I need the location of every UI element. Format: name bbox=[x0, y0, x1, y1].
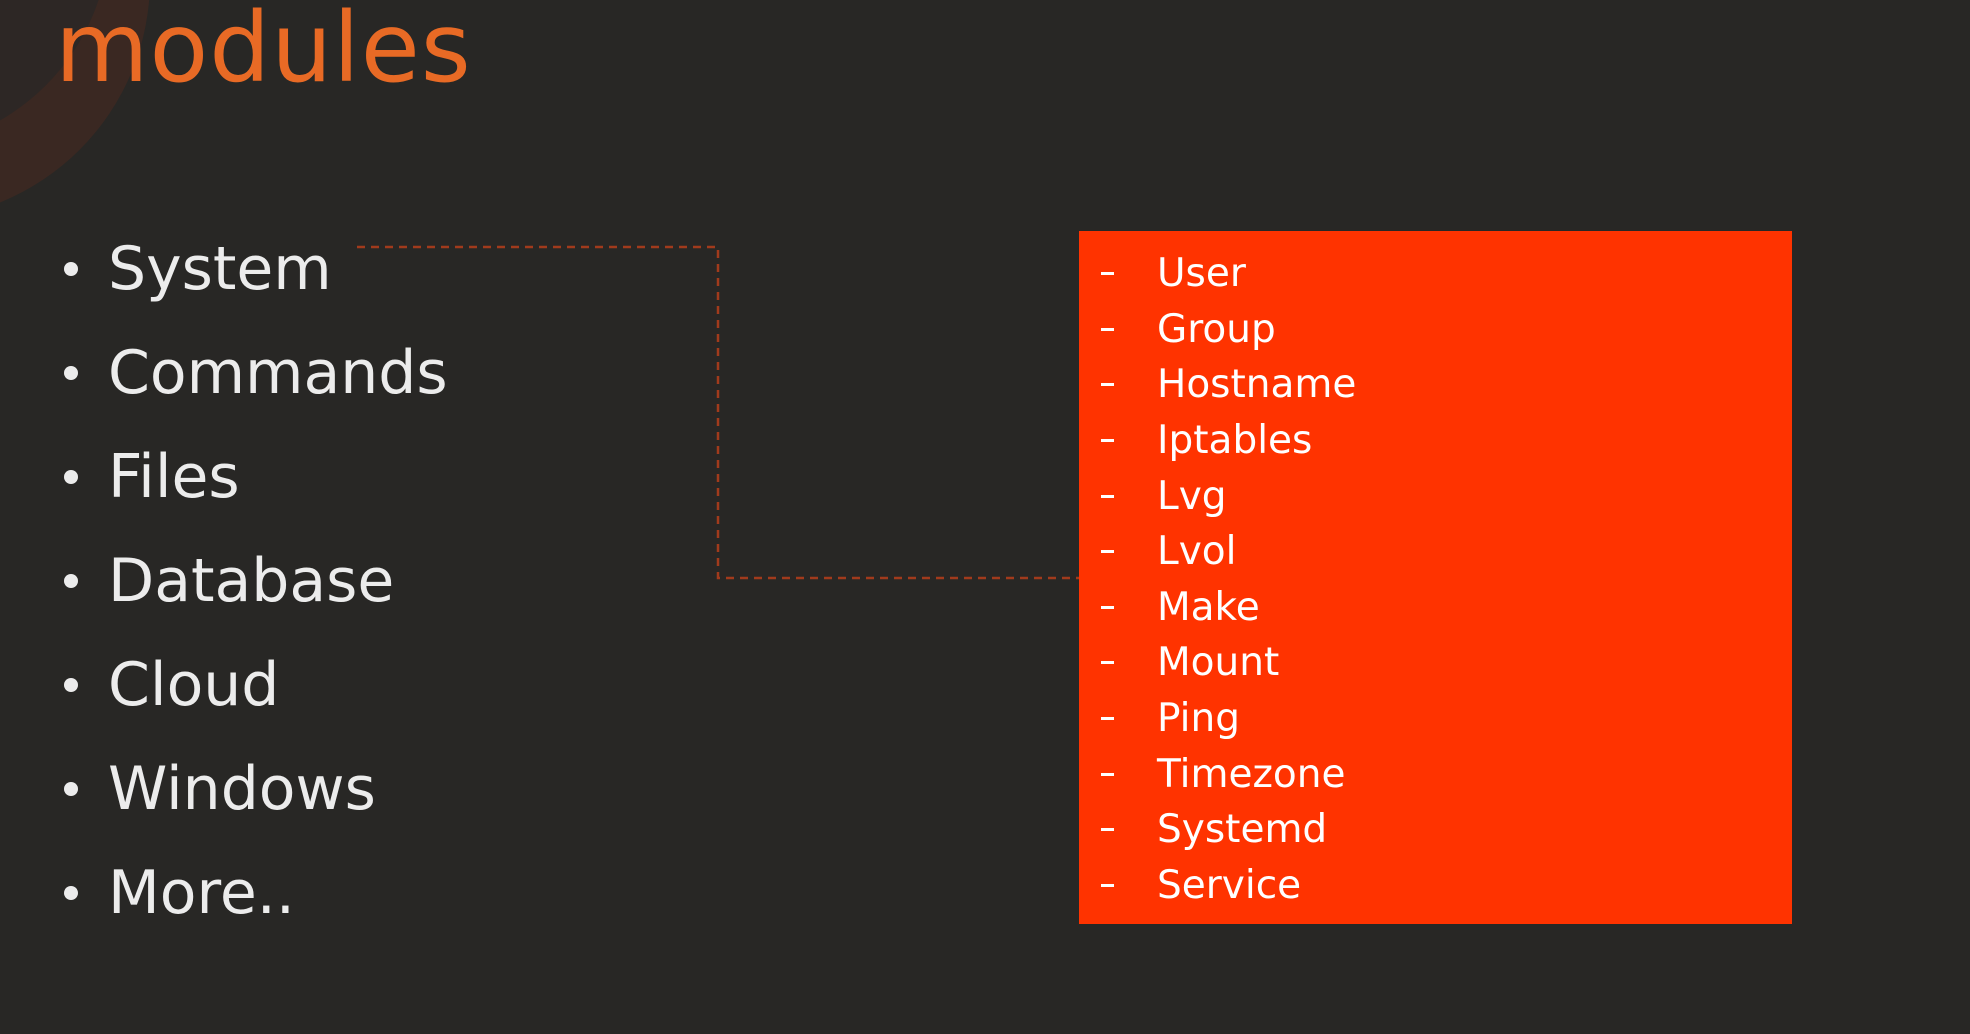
dash-icon bbox=[1101, 828, 1114, 832]
module-label: Lvg bbox=[1157, 473, 1227, 519]
category-item: Cloud bbox=[60, 633, 448, 737]
category-list: System Commands Files Database Cloud Win… bbox=[60, 217, 448, 945]
dash-icon bbox=[1101, 272, 1114, 276]
module-item: Make bbox=[1079, 580, 1356, 636]
dash-icon bbox=[1101, 327, 1114, 331]
module-item: Mount bbox=[1079, 635, 1356, 691]
bullet-dot-icon bbox=[64, 366, 78, 380]
category-item: System bbox=[60, 217, 448, 321]
dash-icon bbox=[1101, 550, 1114, 554]
category-label: Windows bbox=[108, 754, 376, 824]
module-label: User bbox=[1157, 251, 1246, 297]
module-label: Service bbox=[1157, 862, 1302, 908]
module-label: Mount bbox=[1157, 640, 1280, 686]
module-label: Group bbox=[1157, 306, 1276, 352]
system-modules-list: User Group Hostname Iptables Lvg Lvol Ma… bbox=[1079, 246, 1356, 913]
module-item: Lvg bbox=[1079, 468, 1356, 524]
bullet-dot-icon bbox=[64, 262, 78, 276]
category-label: Commands bbox=[108, 338, 448, 408]
module-label: Hostname bbox=[1157, 362, 1357, 408]
dash-icon bbox=[1101, 717, 1114, 721]
dash-icon bbox=[1101, 772, 1114, 776]
module-label: Systemd bbox=[1157, 807, 1328, 853]
category-label: Database bbox=[108, 546, 395, 616]
dash-icon bbox=[1101, 439, 1114, 443]
bullet-dot-icon bbox=[64, 470, 78, 484]
module-item: Ping bbox=[1079, 691, 1356, 747]
bullet-dot-icon bbox=[64, 886, 78, 900]
module-item: Timezone bbox=[1079, 746, 1356, 802]
module-label: Make bbox=[1157, 584, 1260, 630]
module-label: Timezone bbox=[1157, 751, 1346, 797]
dash-icon bbox=[1101, 661, 1114, 665]
module-item: Lvol bbox=[1079, 524, 1356, 580]
dash-icon bbox=[1101, 383, 1114, 387]
bullet-dot-icon bbox=[64, 782, 78, 796]
category-label: More.. bbox=[108, 858, 295, 928]
category-label: System bbox=[108, 234, 332, 304]
category-label: Files bbox=[108, 442, 240, 512]
module-label: Lvol bbox=[1157, 529, 1237, 575]
dash-icon bbox=[1101, 605, 1114, 609]
category-item: Commands bbox=[60, 321, 448, 425]
module-item: Service bbox=[1079, 858, 1356, 914]
module-item: Hostname bbox=[1079, 357, 1356, 413]
bullet-dot-icon bbox=[64, 678, 78, 692]
slide-title: modules bbox=[55, 0, 472, 104]
system-modules-box: User Group Hostname Iptables Lvg Lvol Ma… bbox=[1079, 231, 1792, 924]
category-item: Files bbox=[60, 425, 448, 529]
module-label: Ping bbox=[1157, 696, 1240, 742]
category-item: Windows bbox=[60, 737, 448, 841]
dash-icon bbox=[1101, 494, 1114, 498]
category-label: Cloud bbox=[108, 650, 280, 720]
module-item: Systemd bbox=[1079, 802, 1356, 858]
bullet-dot-icon bbox=[64, 574, 78, 588]
module-item: User bbox=[1079, 246, 1356, 302]
category-item: Database bbox=[60, 529, 448, 633]
module-label: Iptables bbox=[1157, 418, 1313, 464]
module-item: Group bbox=[1079, 302, 1356, 358]
module-item: Iptables bbox=[1079, 413, 1356, 469]
dash-icon bbox=[1101, 883, 1114, 887]
category-item: More.. bbox=[60, 841, 448, 945]
